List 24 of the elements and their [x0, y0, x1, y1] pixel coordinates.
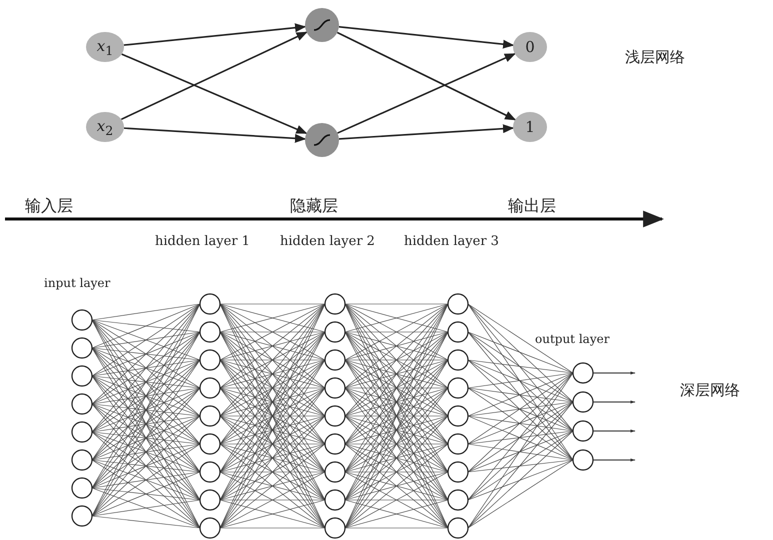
arrow — [124, 23, 306, 46]
caption-text: 浅层网络 — [625, 48, 685, 67]
arrow — [120, 32, 308, 120]
arrow — [121, 53, 308, 134]
layer-label: hidden layer 1 — [155, 234, 250, 249]
node-circle: x$_{2}$ — [86, 112, 124, 142]
caption-text: 输出层 — [508, 196, 556, 217]
caption-text: 深层网络 — [680, 381, 740, 400]
layer-label: output layer — [535, 332, 610, 346]
sigmoid-node — [305, 8, 339, 42]
node-circle: x$_{1}$ — [86, 32, 124, 62]
caption-text: 隐藏层 — [290, 196, 338, 217]
arrow — [338, 26, 514, 49]
arrow — [336, 32, 516, 120]
sigmoid-node — [305, 123, 339, 157]
node-circle: 1 — [513, 112, 547, 142]
arrow — [337, 53, 516, 134]
layer-label: hidden layer 2 — [280, 234, 375, 249]
layer-label: input layer — [44, 276, 110, 290]
layer-label: hidden layer 3 — [404, 234, 499, 249]
node-circle: 0 — [513, 32, 547, 62]
arrow — [338, 124, 514, 140]
caption-text: 输入层 — [25, 196, 73, 217]
arrow — [124, 127, 306, 143]
